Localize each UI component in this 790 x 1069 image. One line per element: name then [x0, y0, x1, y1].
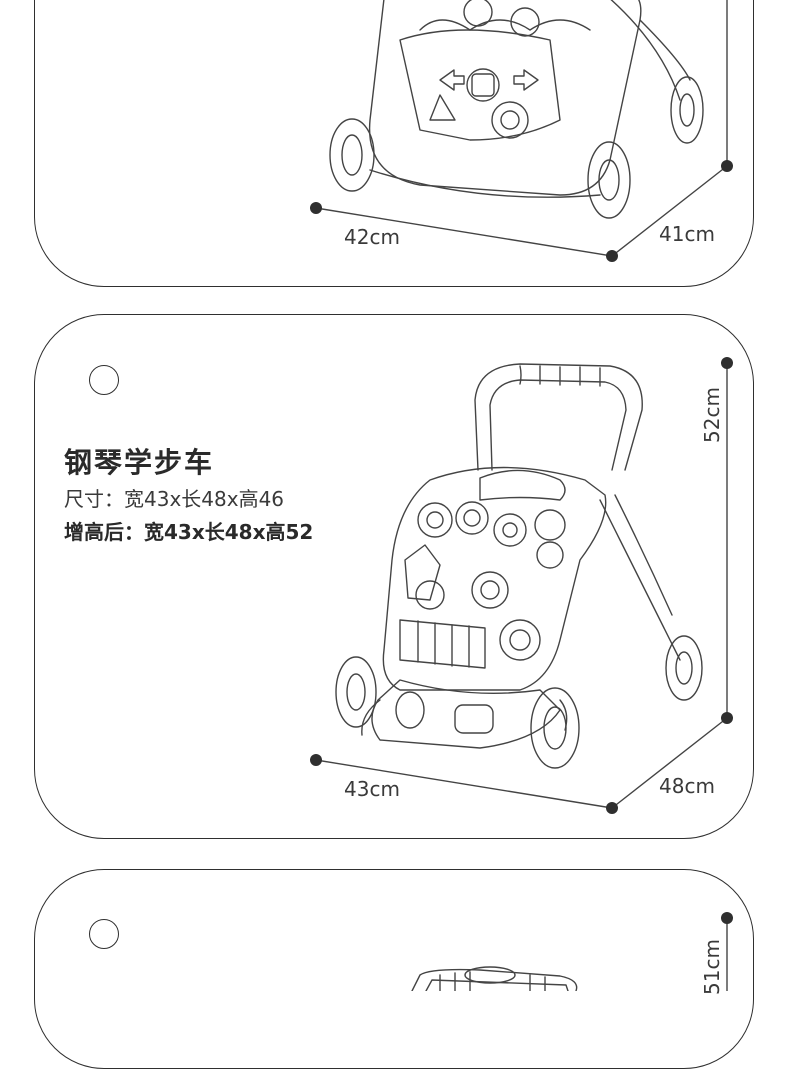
walker-illustration-1 [329, 0, 704, 219]
product-card-2 [34, 314, 754, 839]
height-dimension-label: 51cm [700, 939, 724, 995]
walker-illustration-2 [335, 363, 703, 769]
depth-dimension-label: 41cm [659, 222, 715, 246]
walker-illustration-3 [411, 966, 578, 991]
dimension-lines-2 [315, 362, 728, 809]
dimension-lines-1 [315, 0, 728, 257]
width-dimension-label: 42cm [344, 225, 400, 249]
raised-size-spec: 增高后：宽43x长48x高52 [64, 520, 314, 544]
height-dimension-label: 52cm [700, 387, 724, 443]
circle-marker [89, 919, 119, 949]
width-dimension-label: 43cm [344, 777, 400, 801]
product-title: 钢琴学步车 [64, 446, 215, 479]
circle-marker [89, 365, 119, 395]
depth-dimension-label: 48cm [659, 774, 715, 798]
size-spec: 尺寸：宽43x长48x高46 [64, 487, 285, 511]
product-illustrations [310, 0, 733, 991]
